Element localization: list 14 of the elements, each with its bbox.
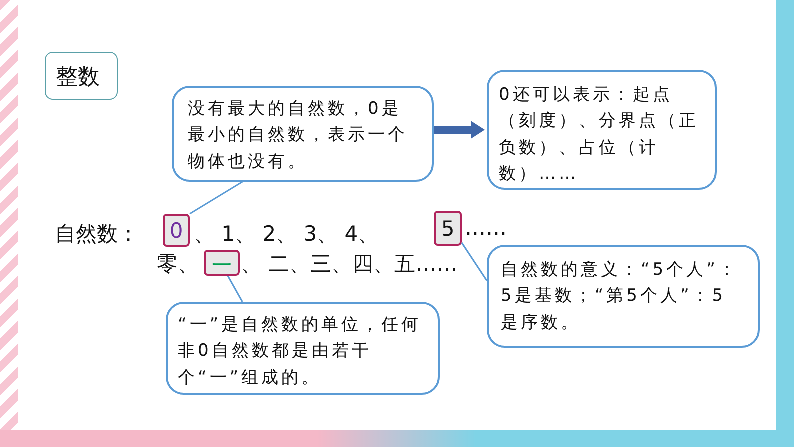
- speech-bubble: “一”是自然数的单位，任何非0自然数都是由若干个“一”组成的。: [166, 302, 440, 395]
- number-word-sequence: 、 二、三、四、五……: [241, 251, 458, 278]
- highlight-box: 0: [163, 214, 190, 247]
- highlight-box: 5: [434, 211, 462, 246]
- block-arrow: [434, 121, 485, 139]
- highlight-box: 一: [204, 250, 240, 276]
- ellipsis: ……: [465, 216, 507, 240]
- number-word: 零、: [157, 251, 199, 278]
- speech-bubble: 自然数的意义：“5个人”：5是基数；“第5个人”：5是序数。: [487, 245, 760, 348]
- speech-bubble: 没有最大的自然数，0是最小的自然数，表示一个物体也没有。: [172, 86, 434, 182]
- number-sequence: 、 1、 2、 3、 4、: [194, 221, 380, 248]
- speech-bubble: 0还可以表示：起点（刻度）、分界点（正负数）、占位（计数）……: [487, 70, 717, 190]
- title-box: 整数: [45, 52, 118, 100]
- row-label: 自然数：: [55, 221, 139, 248]
